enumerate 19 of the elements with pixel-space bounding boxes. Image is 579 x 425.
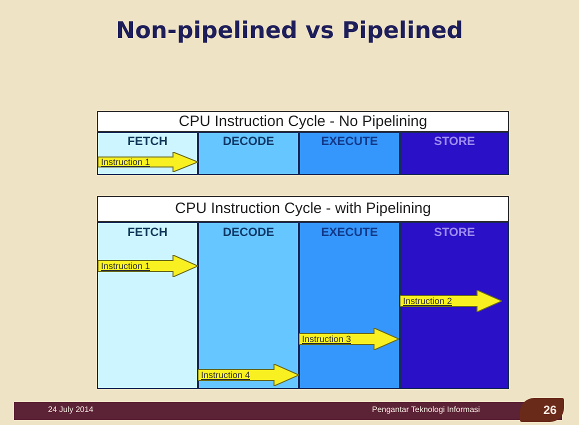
footer-date: 24 July 2014	[48, 405, 94, 416]
instruction-arrow: Instruction 1	[98, 152, 198, 172]
stage-heading: STORE	[432, 134, 476, 150]
stage-heading: EXECUTE	[320, 134, 379, 150]
stage-heading: FETCH	[126, 225, 168, 241]
stage-heading: FETCH	[126, 134, 168, 150]
instruction-arrow: Instruction 3	[299, 328, 399, 350]
stage-heading: STORE	[432, 225, 476, 241]
slide-title: Non-pipelined vs Pipelined	[114, 18, 464, 44]
instruction-arrow: Instruction 2	[400, 290, 502, 312]
table-heading: CPU Instruction Cycle - No Pipelining	[97, 111, 509, 132]
page-number: 26	[542, 403, 558, 419]
instruction-arrow: Instruction 4	[198, 364, 299, 386]
instruction-arrow: Instruction 1	[98, 255, 198, 277]
stage-heading: DECODE	[222, 225, 276, 241]
table-heading: CPU Instruction Cycle - with Pipelining	[97, 196, 509, 222]
stage-heading: EXECUTE	[320, 225, 379, 241]
footer-text: Pengantar Teknologi Informasi	[372, 405, 481, 416]
stage-heading: DECODE	[222, 134, 276, 150]
